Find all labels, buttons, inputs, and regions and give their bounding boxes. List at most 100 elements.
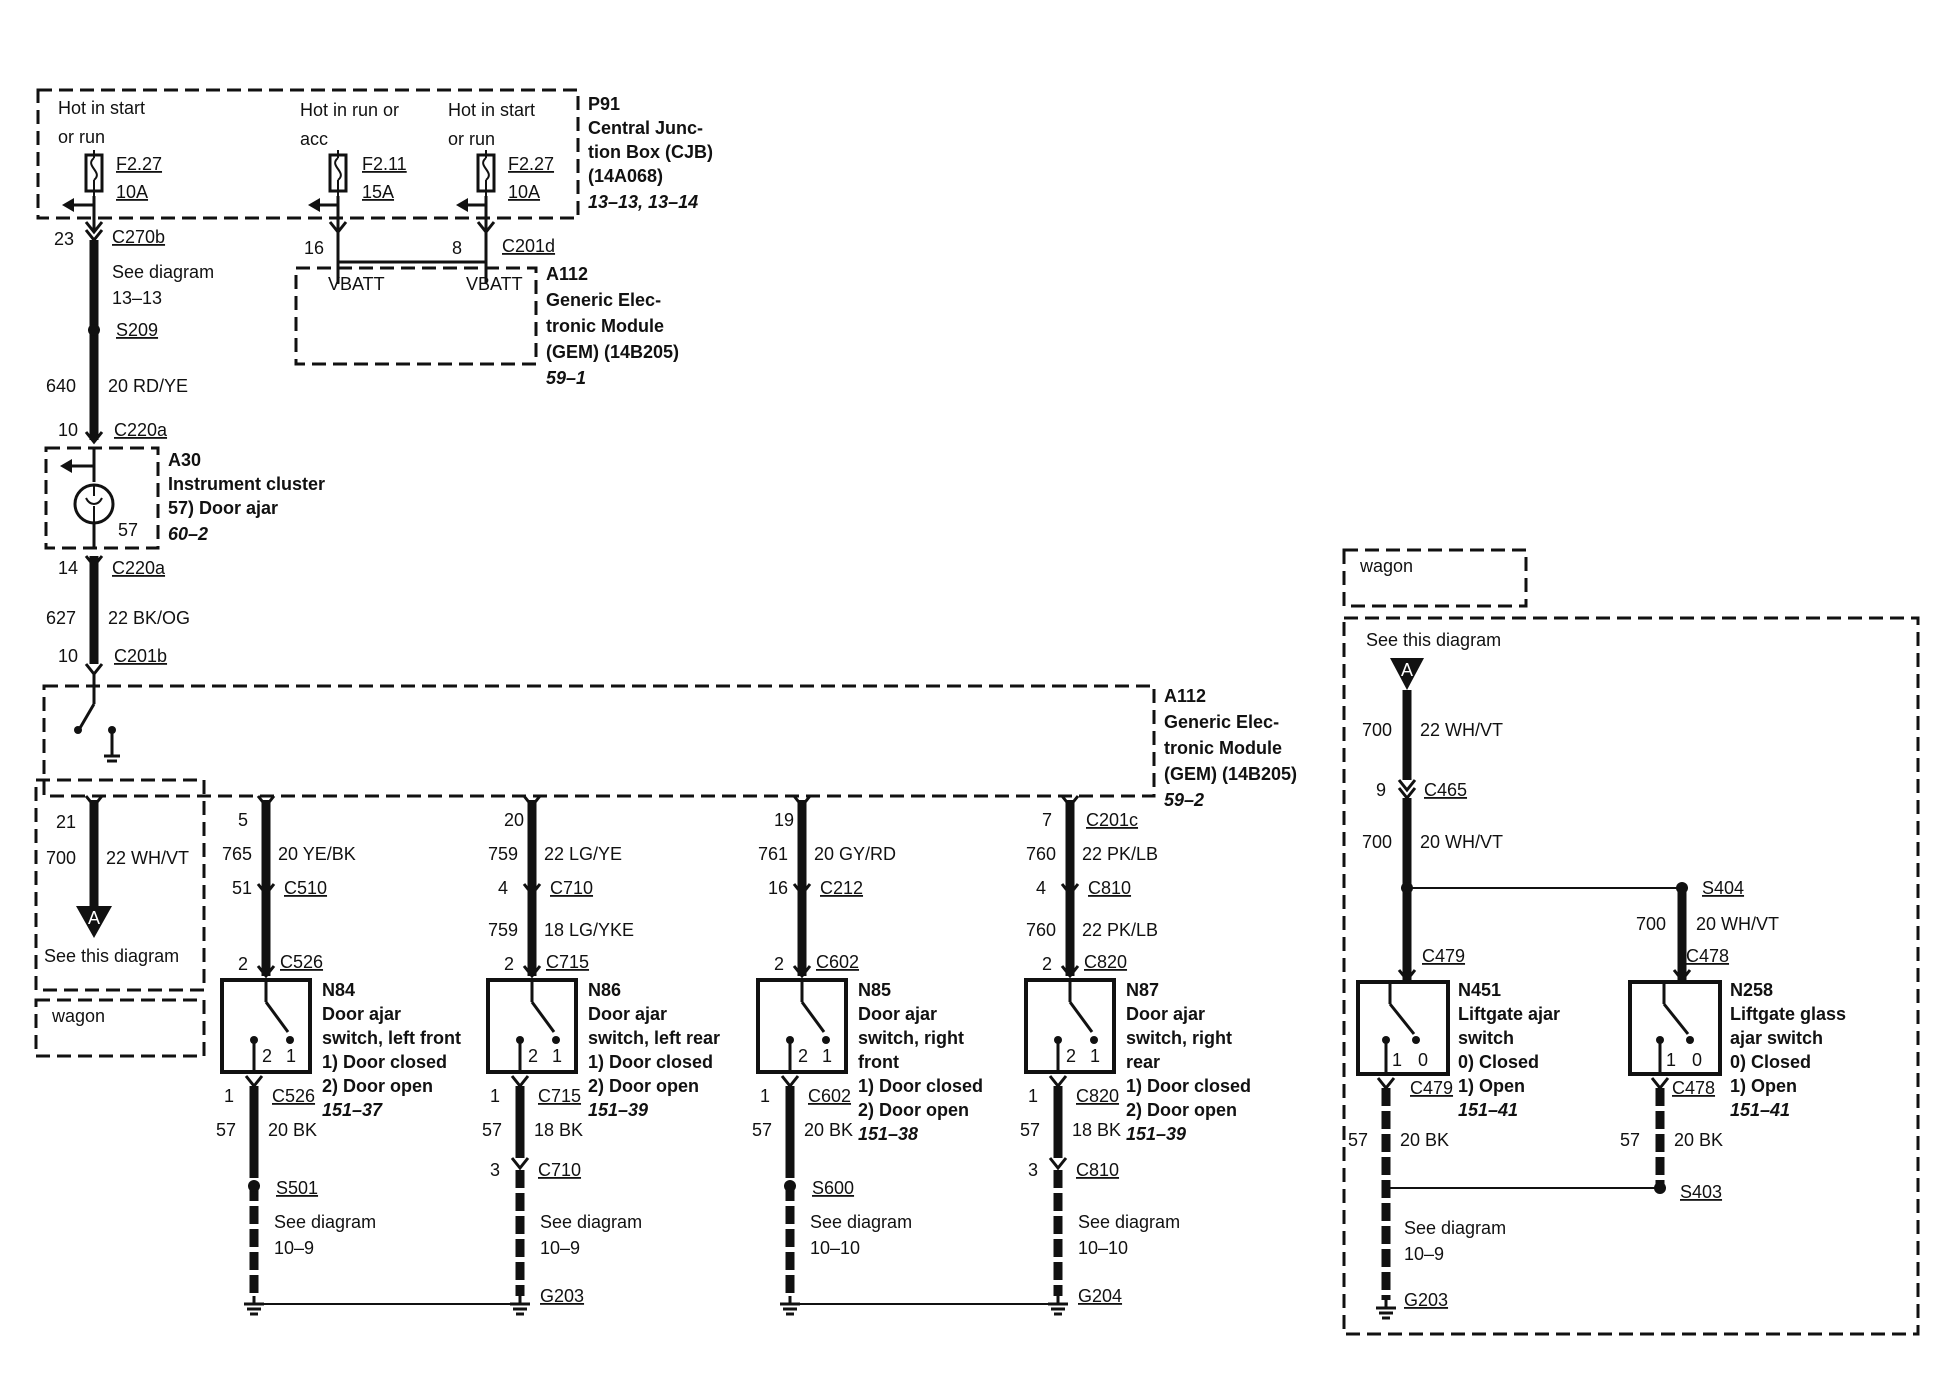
cluster-item: 57) Door ajar [168, 498, 278, 518]
connector-label: C212 [820, 878, 863, 898]
n258-pin-1: 1 [1666, 1050, 1676, 1070]
ground-connector-2: C810 [1076, 1160, 1119, 1180]
c220a-in-pin: 10 [58, 420, 78, 440]
circuit-number-2: 760 [1026, 920, 1056, 940]
ground-circuit: 57 [216, 1120, 236, 1140]
splice-dot [784, 1180, 796, 1192]
wagon-branch-circuit: 700 [1636, 914, 1666, 934]
see-diagram-line1: See diagram [274, 1212, 376, 1232]
c201b-pin: 10 [58, 646, 78, 666]
gem-top: 16 8 C201d VBATT VBATT A112 Generic Elec… [294, 236, 679, 388]
c201c-label: C201c [1086, 810, 1138, 830]
circuit-627: 627 [46, 608, 76, 628]
left-wagon-label: wagon [51, 1006, 105, 1026]
n258-name-line1: Liftgate glass [1730, 1004, 1846, 1024]
instrument-cluster: 57 A30 Instrument cluster 57) Door ajar … [44, 446, 325, 550]
bus-arrow-2 [308, 198, 320, 212]
splice-s209-label: S209 [116, 320, 158, 340]
wagon-wire-1: 22 WH/VT [1420, 720, 1503, 740]
switch-pin-1: 1 [286, 1046, 296, 1066]
switch-id: N87 [1126, 980, 1159, 1000]
fuse-3-hot-line1: Hot in start [448, 100, 535, 120]
gem-top-connector: C201d [502, 236, 555, 256]
cjb-name-line1: Central Junc- [588, 118, 703, 138]
ground-pin: 1 [490, 1086, 500, 1106]
ground-icon [1376, 1300, 1396, 1320]
wire-22-bk-og: 22 BK/OG [108, 608, 190, 628]
switch-n258: C478 1 0 N258 Liftgate glass ajar switch… [1628, 946, 1846, 1188]
cluster-to-gem-wire: 14 C220a 627 22 BK/OG 10 C201b [46, 555, 190, 677]
cjb-name-line3: (14A068) [588, 166, 663, 186]
switch-name-line: switch, left rear [588, 1028, 720, 1048]
gem-bottom: A112 Generic Elec- tronic Module (GEM) (… [42, 674, 1297, 810]
switch-pin-2: 2 [528, 1046, 538, 1066]
wagon-see-line2: 10–9 [1404, 1244, 1444, 1264]
cluster-ref: 60–2 [168, 524, 208, 544]
switch-state: 1) Door closed [588, 1052, 713, 1072]
left-output-outline [34, 778, 206, 992]
switch-name-line: rear [1126, 1052, 1160, 1072]
ground-connector-pin-2: 3 [490, 1160, 500, 1180]
switch-state: 1) Door closed [322, 1052, 447, 1072]
see-diagram-line1: See diagram [810, 1212, 912, 1232]
see-diagram-line2: 13–13 [112, 288, 162, 308]
ground-connector: C715 [538, 1086, 581, 1106]
see-diagram-line1: See diagram [1078, 1212, 1180, 1232]
n451-name-line2: switch [1458, 1028, 1514, 1048]
switch-ref: 151–39 [588, 1100, 648, 1120]
wagon-circuit-1: 700 [1362, 720, 1392, 740]
connector-label: C810 [1088, 878, 1131, 898]
gem-bottom-ref: 59–2 [1164, 790, 1204, 810]
gem-bottom-name-line2: tronic Module [1164, 738, 1282, 758]
see-diagram-line2: 10–9 [274, 1238, 314, 1258]
wagon-outline [1342, 616, 1920, 1336]
cjb-id: P91 [588, 94, 620, 114]
see-diagram-line1: See diagram [112, 262, 214, 282]
wire-20-rd-ye: 20 RD/YE [108, 376, 188, 396]
connector-pin: 4 [1036, 878, 1046, 898]
gem-bottom-outline [42, 684, 1156, 798]
n258-name-line2: ajar switch [1730, 1028, 1823, 1048]
wagon-gnd-circuit-a: 57 [1348, 1130, 1368, 1150]
switch-ref: 151–37 [322, 1100, 383, 1120]
c220a-out-pin: 14 [58, 558, 78, 578]
circuit-number: 761 [758, 844, 788, 864]
fuse-3: Hot in start or run F2.27 10A [448, 100, 554, 232]
switch-connector: C526 [280, 952, 323, 972]
wire-color-2: 22 PK/LB [1082, 920, 1158, 940]
switch-name-line: switch, left front [322, 1028, 461, 1048]
fuse-3-id: F2.27 [508, 154, 554, 174]
switch-name-line: Door ajar [588, 1004, 667, 1024]
switch-name-line: Door ajar [1126, 1004, 1205, 1024]
ground-label: G204 [1078, 1286, 1122, 1306]
cluster-name: Instrument cluster [168, 474, 325, 494]
ground-wire: 18 BK [534, 1120, 583, 1140]
wagon-section: wagon See this diagram A 700 22 WH/VT 9 … [1342, 548, 1920, 1336]
gem-bottom-id: A112 [1164, 686, 1206, 706]
switch-ref: 151–38 [858, 1124, 918, 1144]
switch-id: N84 [322, 980, 355, 1000]
wagon-ground-label: G203 [1404, 1290, 1448, 1310]
n451-box [1356, 980, 1450, 1076]
cjb-ref: 13–13, 13–14 [588, 192, 698, 212]
n258-state-1: 1) Open [1730, 1076, 1797, 1096]
gem-pin: 19 [774, 810, 794, 830]
wire-color: 20 GY/RD [814, 844, 896, 864]
see-diagram-line2: 10–9 [540, 1238, 580, 1258]
switch-pin-2: 2 [798, 1046, 808, 1066]
ground-wire: 20 BK [268, 1120, 317, 1140]
switch-state: 1) Door closed [858, 1076, 983, 1096]
n258-pin-0: 0 [1692, 1050, 1702, 1070]
wire-color: 20 YE/BK [278, 844, 356, 864]
switch-state: 2) Door open [322, 1076, 433, 1096]
wagon-gnd-circuit-b: 57 [1620, 1130, 1640, 1150]
gem-top-pin-16: 16 [304, 238, 324, 258]
circuit-number: 760 [1026, 844, 1056, 864]
circuit-640: 640 [46, 376, 76, 396]
n451-state-0: 0) Closed [1458, 1052, 1539, 1072]
switch-connector: C715 [546, 952, 589, 972]
ground-circuit: 57 [482, 1120, 502, 1140]
cluster-id: A30 [168, 450, 201, 470]
splice-s403-label: S403 [1680, 1182, 1722, 1202]
fuse-1-amps: 10A [116, 182, 148, 202]
